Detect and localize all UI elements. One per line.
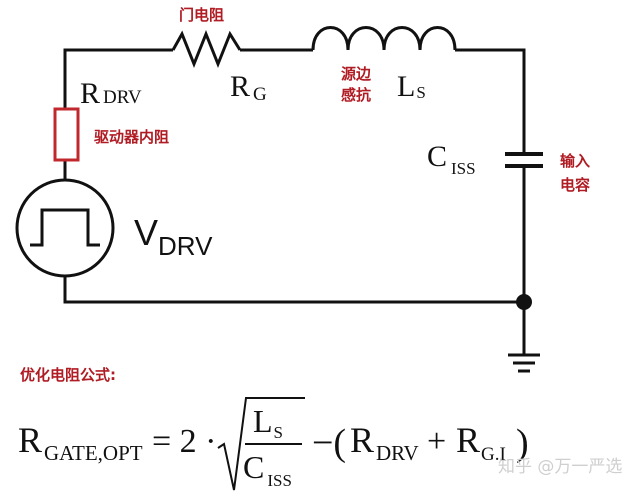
bottom-wire xyxy=(63,276,524,304)
formula-lhs: RGATE,OPT xyxy=(18,420,143,465)
driver-resistance-label: 驱动器内阻 xyxy=(94,128,169,146)
formula-minus-paren: −( xyxy=(312,422,346,464)
gate-resistor-label: 门电阻 xyxy=(179,6,224,24)
formula-close-paren: ) xyxy=(516,422,529,464)
formula-heading: 优化电阻公式: xyxy=(20,366,116,384)
inductor-coil-icon xyxy=(311,26,457,51)
sqrt-sign-icon xyxy=(217,397,305,491)
formula-rgi: RG.I xyxy=(456,420,506,465)
source-inductance-label-1: 源边 xyxy=(341,65,372,83)
top-wire-left xyxy=(63,48,173,109)
gate-resistor-zigzag-icon xyxy=(171,29,242,69)
driver-resistor-box xyxy=(53,107,80,162)
formula-plus: + xyxy=(427,423,446,460)
junction-dot xyxy=(516,294,532,310)
pulse-waveform-icon xyxy=(30,208,100,247)
l-s-label: LS xyxy=(397,70,426,103)
v-drv-label: VDRV xyxy=(134,212,213,261)
source-inductance-label-2: 感抗 xyxy=(341,86,371,104)
formula-rdrv: RDRV xyxy=(350,420,419,465)
voltage-source-circle xyxy=(15,178,115,278)
input-capacitance-label-1: 输入 xyxy=(560,152,590,170)
input-capacitance-label-2: 电容 xyxy=(560,176,590,194)
watermark: 知乎 @万一严选 xyxy=(498,457,622,477)
wire-ls-ciss xyxy=(455,48,526,154)
formula-numerator: LS xyxy=(253,403,283,442)
formula-equals-two: = 2 · xyxy=(152,423,217,460)
